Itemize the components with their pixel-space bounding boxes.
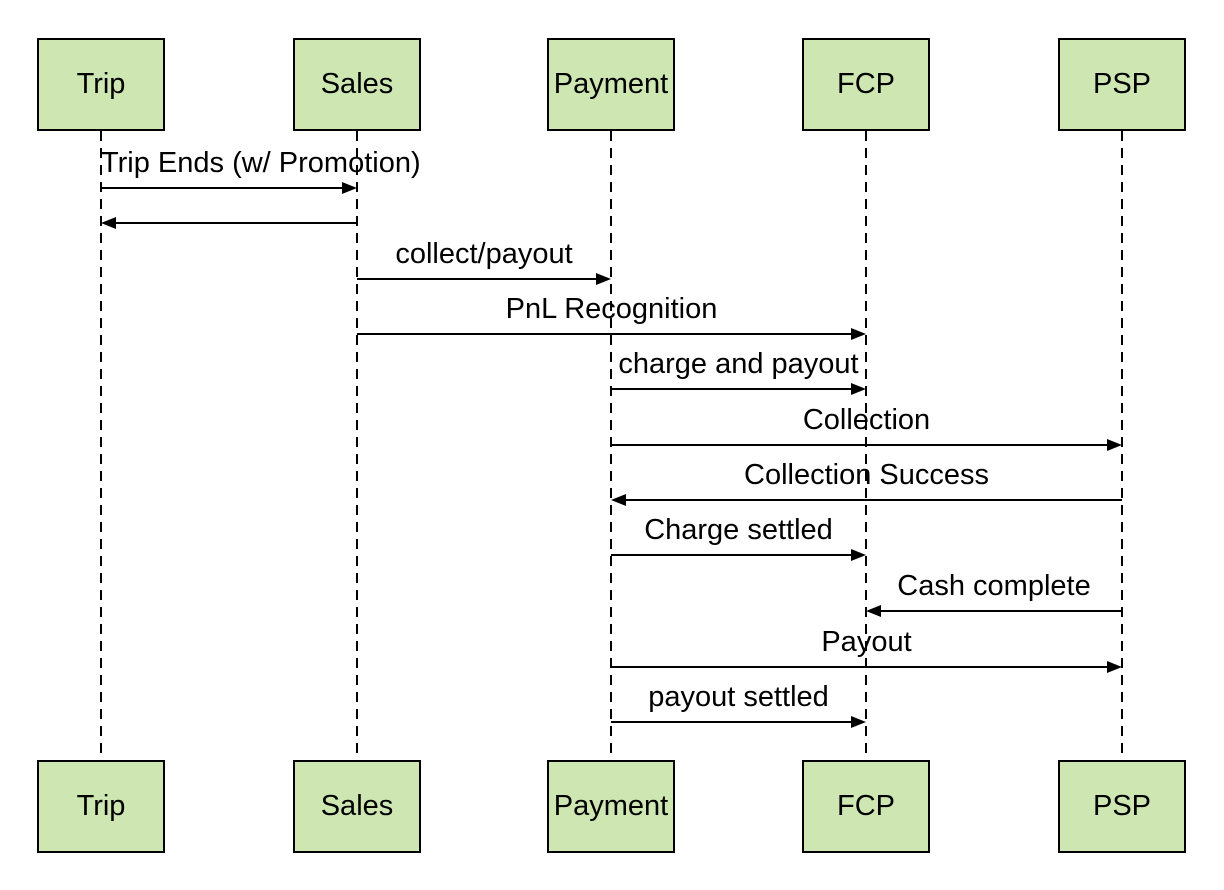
message-label: Charge settled [644,514,833,546]
message-trip-ends: Trip Ends (w/ Promotion) [101,147,421,194]
actor-label: Sales [320,68,394,100]
message-collection: Collection [611,404,1122,451]
arrowhead-right-icon [342,182,357,194]
message-payout: Payout [611,626,1122,673]
actor-bottom-psp: PSP [1058,760,1186,853]
arrowhead-left-icon [611,494,626,506]
message-label: Cash complete [897,570,1091,602]
arrowhead-left-icon [101,217,116,229]
actor-label: Payment [553,790,669,822]
message-pnl-recognition: PnL Recognition [357,293,866,340]
message-line [615,499,1122,501]
message-collect-payout: collect/payout [357,238,611,285]
actor-top-fcp: FCP [802,38,930,131]
actor-label: FCP [837,68,895,100]
message-label: Collection [802,404,931,436]
actor-bottom-sales: Sales [293,760,421,853]
actor-bottom-fcp: FCP [802,760,930,853]
actor-top-trip: Trip [37,38,165,131]
actor-label: Payment [553,68,669,100]
message-line [101,187,353,189]
arrowhead-right-icon [851,328,866,340]
lifeline-trip [100,131,102,760]
message-line [611,388,862,390]
message-line [357,278,607,280]
actor-top-psp: PSP [1058,38,1186,131]
message-charge-and-payout: charge and payout [611,348,866,395]
lifeline-sales [356,131,358,760]
arrowhead-left-icon [866,605,881,617]
message-collection-success: Collection Success [611,459,1122,506]
actor-label: FCP [837,790,895,822]
message-line [611,444,1118,446]
message-return-sales-to-trip [101,186,357,229]
message-label: PnL Recognition [505,293,718,325]
message-cash-complete: Cash complete [866,570,1122,617]
message-label: payout settled [648,681,829,713]
message-payout-settled: payout settled [611,681,866,728]
actor-label: PSP [1092,790,1152,822]
actor-label: Trip [76,68,126,100]
arrowhead-right-icon [1107,439,1122,451]
actor-label: Sales [320,790,394,822]
arrowhead-right-icon [851,716,866,728]
lifeline-psp [1121,131,1123,760]
arrowhead-right-icon [851,383,866,395]
arrowhead-right-icon [851,549,866,561]
message-line [611,666,1118,668]
message-line [105,222,357,224]
message-label: Collection Success [744,459,989,491]
message-charge-settled: Charge settled [611,514,866,561]
message-label: Trip Ends (w/ Promotion) [101,147,421,179]
actor-top-payment: Payment [547,38,675,131]
arrowhead-right-icon [596,273,611,285]
actor-top-sales: Sales [293,38,421,131]
message-line [611,554,862,556]
message-line [870,610,1122,612]
arrowhead-right-icon [1107,661,1122,673]
message-label: charge and payout [618,348,859,380]
actor-bottom-payment: Payment [547,760,675,853]
message-label: collect/payout [395,238,573,270]
actor-bottom-trip: Trip [37,760,165,853]
message-line [357,333,862,335]
message-line [611,721,862,723]
message-label: Payout [821,626,912,658]
actor-label: PSP [1092,68,1152,100]
actor-label: Trip [76,790,126,822]
